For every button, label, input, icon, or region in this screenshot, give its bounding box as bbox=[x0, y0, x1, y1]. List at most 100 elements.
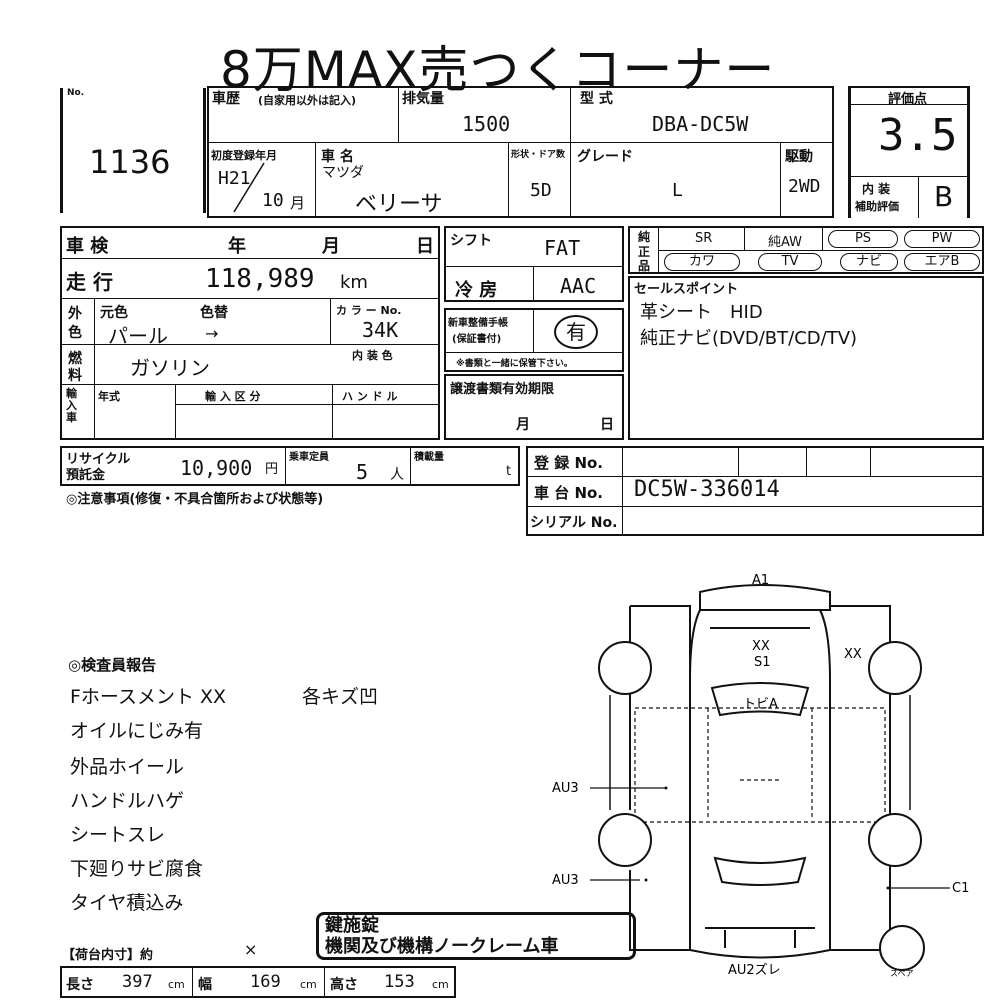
shape-value: 5D bbox=[530, 180, 552, 201]
first-reg-month-unit: 月 bbox=[290, 194, 306, 212]
fuel-value: ガソリン bbox=[130, 356, 210, 380]
diagram-au3-a: AU3 bbox=[552, 781, 579, 796]
cargo-length-unit: cm bbox=[168, 978, 185, 991]
cargo-width-unit: cm bbox=[300, 978, 317, 991]
capacity-unit: 人 bbox=[390, 467, 404, 483]
fuel-label1: 燃 bbox=[68, 351, 82, 367]
cargo-box bbox=[60, 966, 456, 998]
color-label1: 外 bbox=[68, 306, 82, 322]
manual-box bbox=[444, 308, 624, 372]
diagram-au2: AU2ズレ bbox=[728, 962, 781, 978]
genuine-aw: 純AW bbox=[768, 235, 803, 250]
color-orig-label: 元色 bbox=[100, 305, 128, 321]
genuine-sr: SR bbox=[695, 231, 713, 246]
color-orig: パール bbox=[108, 324, 168, 348]
diagram-c1: C1 bbox=[952, 881, 969, 896]
diagram-xx-right: XX bbox=[844, 647, 862, 662]
chassis-number: DC5W-336014 bbox=[634, 477, 780, 502]
interior-label2: 補助評価 bbox=[855, 200, 899, 213]
cargo-height-unit: cm bbox=[432, 978, 449, 991]
transfer-box bbox=[444, 374, 624, 440]
lot-number: 1136 bbox=[89, 143, 171, 181]
mileage-value: 118,989 bbox=[205, 264, 315, 294]
import-class-label: 輸 入 区 分 bbox=[205, 390, 261, 403]
transfer-label: 譲渡書類有効期限 bbox=[450, 382, 555, 397]
grade-label: グレード bbox=[577, 149, 633, 165]
recycle-box bbox=[60, 446, 520, 486]
genuine-kawa: カワ bbox=[664, 253, 740, 271]
inspection-year: 年 bbox=[228, 236, 246, 257]
car-maker: マツダ bbox=[322, 165, 364, 181]
genuine-airbag: エアB bbox=[904, 253, 980, 271]
load-unit: t bbox=[506, 464, 512, 479]
cargo-length-label: 長さ bbox=[66, 977, 94, 993]
interior-label1: 内 装 bbox=[862, 182, 891, 196]
color-change-label: 色替 bbox=[200, 305, 228, 321]
cargo-label: 【荷台内寸】約 bbox=[62, 948, 154, 963]
model-type-label: 型 式 bbox=[580, 91, 613, 107]
claim-stamp: 鍵施錠 機関及び機構ノークレーム車 bbox=[316, 912, 636, 960]
sales-point-line1: 革シート HID bbox=[640, 302, 763, 323]
lot-no-label: No. bbox=[67, 88, 85, 98]
color-code-label: カ ラ ー No. bbox=[336, 304, 402, 317]
transfer-month: 月 bbox=[516, 417, 530, 433]
genuine-label3: 品 bbox=[638, 259, 651, 273]
ac-label: 冷 房 bbox=[455, 280, 498, 301]
manual-label1: 新車整備手帳 bbox=[448, 318, 508, 329]
drive-value: 2WD bbox=[788, 176, 821, 197]
rating-label: 評価点 bbox=[888, 92, 928, 107]
cargo-width-label: 幅 bbox=[198, 977, 212, 993]
shift-value: FAT bbox=[544, 236, 581, 260]
capacity-value: 5 bbox=[356, 460, 369, 484]
shift-label: シフト bbox=[450, 233, 492, 249]
inspector-item-6: 下廻りサビ腐食 bbox=[70, 858, 204, 880]
load-label: 積載量 bbox=[414, 452, 444, 463]
capacity-label: 乗車定員 bbox=[289, 452, 329, 463]
diagram-spare: スペア bbox=[890, 969, 913, 978]
diagram-tobi: トビA bbox=[743, 697, 778, 712]
shape-label: 形状・ドア数 bbox=[511, 150, 566, 160]
inspector-item-4: ハンドルハゲ bbox=[70, 790, 185, 812]
rating-value: 3.5 bbox=[878, 110, 958, 161]
stamp-line1: 鍵施錠 bbox=[325, 915, 379, 936]
transfer-day: 日 bbox=[600, 417, 614, 433]
sales-point-box bbox=[628, 276, 984, 440]
genuine-label1: 純 bbox=[638, 230, 651, 244]
cargo-height: 153 bbox=[384, 972, 415, 992]
inspection-label: 車 検 bbox=[66, 236, 109, 257]
drive-label: 駆動 bbox=[785, 149, 813, 165]
sales-point-label: セールスポイント bbox=[634, 282, 739, 297]
top-info-grid bbox=[207, 86, 834, 218]
model-type-value: DBA-DC5W bbox=[652, 112, 749, 136]
diagram-au3-b: AU3 bbox=[552, 873, 579, 888]
cargo-height-label: 高さ bbox=[330, 977, 358, 993]
car-name: ベリーサ bbox=[355, 192, 443, 217]
rating-box bbox=[848, 86, 970, 218]
inspector-item-2: オイルにじみ有 bbox=[70, 720, 204, 742]
recycle-label2: 預託金 bbox=[66, 468, 106, 483]
recycle-value: 10,900 bbox=[180, 456, 253, 480]
genuine-tv: TV bbox=[758, 253, 822, 271]
mileage-unit: km bbox=[340, 272, 368, 293]
cargo-x: × bbox=[244, 940, 258, 959]
first-reg-month: 10 bbox=[262, 190, 284, 211]
manual-note: ※書類と一緒に保管下さい。 bbox=[456, 359, 573, 369]
notes-label: ◎注意事項(修復・不具合箇所および状態等) bbox=[66, 492, 324, 507]
inspector-title: ◎検査員報告 bbox=[68, 656, 157, 674]
interior-value: B bbox=[934, 180, 954, 213]
car-damage-diagram: A1 XX S1 XX トビA AU3 AU3 C1 AU2ズレ スペア bbox=[552, 573, 969, 978]
inspector-extra: 各キズ凹 bbox=[302, 686, 379, 708]
page-title: 8万MAX売つくコーナー bbox=[220, 41, 776, 99]
registration-label: 登 録 No. bbox=[534, 454, 604, 472]
diagram-s1: S1 bbox=[754, 655, 771, 670]
serial-label: シリアル No. bbox=[530, 515, 618, 531]
recycle-unit: 円 bbox=[265, 462, 279, 477]
first-reg-label: 初度登録年月 bbox=[211, 149, 277, 162]
chassis-label: 車 台 No. bbox=[534, 484, 604, 502]
manual-value: 有 bbox=[554, 315, 598, 349]
manual-label2: (保証書付) bbox=[452, 334, 502, 345]
inspector-item-1: Fホースメント XX bbox=[70, 686, 227, 708]
mileage-label: 走 行 bbox=[66, 270, 113, 294]
inspector-item-7: タイヤ積込み bbox=[70, 892, 184, 914]
import-handle-label: ハ ン ド ル bbox=[342, 390, 398, 403]
